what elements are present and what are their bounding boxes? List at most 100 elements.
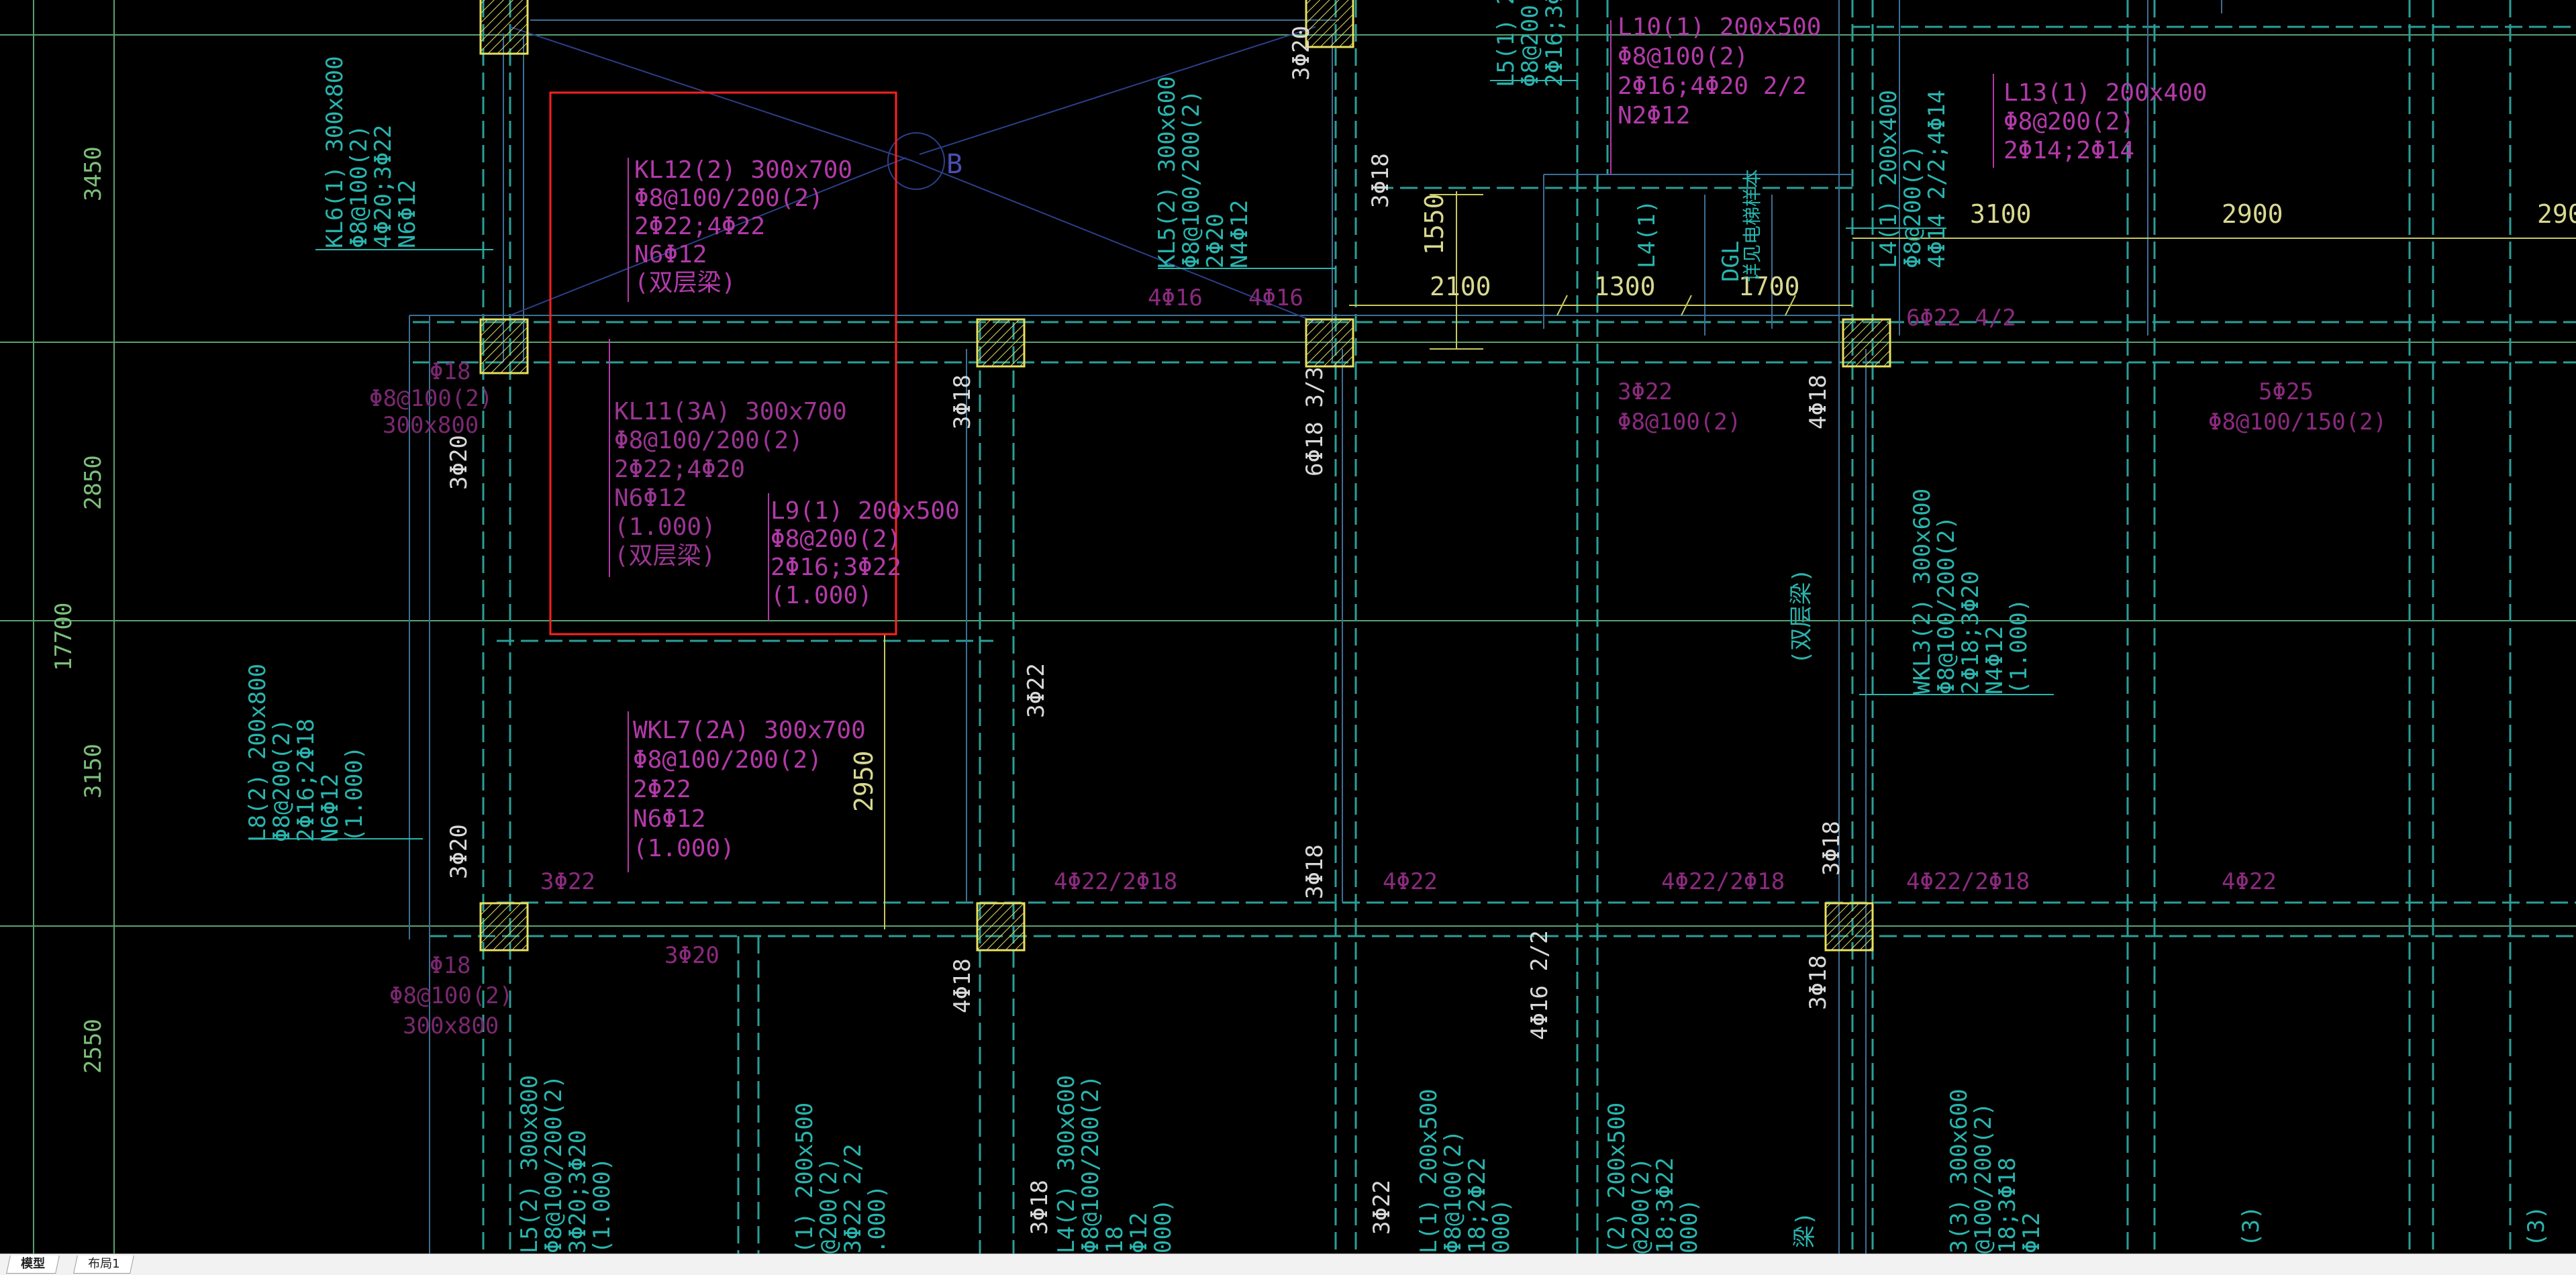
beam-label-l13[interactable]: L13(1) 200x400 Φ8@200(2) 2Φ14;2Φ14 bbox=[2003, 79, 2207, 164]
svg-text:Φ8@200(2): Φ8@200(2) bbox=[268, 719, 295, 842]
svg-text:Φ8@100/200(2): Φ8@100/200(2) bbox=[1178, 90, 1205, 268]
svg-text:2Φ16;4Φ20 2/2: 2Φ16;4Φ20 2/2 bbox=[1618, 72, 1807, 100]
column[interactable] bbox=[1305, 0, 1354, 48]
svg-text:KL12(2) 300x700: KL12(2) 300x700 bbox=[634, 156, 852, 184]
svg-text:L10(1) 200x500: L10(1) 200x500 bbox=[1618, 13, 1821, 41]
beam-label-l8[interactable]: L8(2) 200x800 Φ8@200(2) 2Φ16;2Φ18 N6Φ12 … bbox=[244, 664, 368, 842]
svg-text:4Φ22/2Φ18: 4Φ22/2Φ18 bbox=[1661, 868, 1785, 895]
svg-text:4Φ22: 4Φ22 bbox=[1383, 868, 1438, 895]
svg-text:18: 18 bbox=[1101, 1226, 1128, 1254]
svg-text:Φ8@100(2): Φ8@100(2) bbox=[369, 385, 493, 412]
svg-text:@200(2): @200(2) bbox=[1628, 1158, 1654, 1254]
column[interactable] bbox=[1824, 902, 1874, 952]
svg-text:300x800: 300x800 bbox=[383, 412, 479, 439]
beam-label-l5-top[interactable]: L5(1) 20 Φ8@200 2Φ16;3Φ bbox=[1493, 0, 1568, 87]
svg-text:Φ18: Φ18 bbox=[430, 952, 470, 979]
columns[interactable] bbox=[479, 0, 1891, 952]
tab-model[interactable]: 模型 bbox=[6, 1256, 60, 1274]
column[interactable] bbox=[479, 318, 529, 374]
beam-label-wkl7[interactable]: WKL7(2A) 300x700 Φ8@100/200(2) 2Φ22 N6Φ1… bbox=[633, 717, 866, 862]
svg-text:(1.000): (1.000) bbox=[341, 746, 368, 842]
svg-text:Φ8@200(2): Φ8@200(2) bbox=[2003, 108, 2134, 136]
svg-text:4Φ18: 4Φ18 bbox=[949, 958, 976, 1013]
beam-label-l10[interactable]: L10(1) 200x500 Φ8@100(2) 2Φ16;4Φ20 2/2 N… bbox=[1618, 13, 1821, 130]
column[interactable] bbox=[976, 318, 1026, 368]
svg-text:4Φ16: 4Φ16 bbox=[1248, 285, 1303, 311]
tab-layout1[interactable]: 布局1 bbox=[73, 1256, 135, 1274]
svg-text:L(1) 200x500: L(1) 200x500 bbox=[1416, 1088, 1442, 1254]
svg-text:Φ18: Φ18 bbox=[430, 358, 470, 385]
dimension-text: 1300 bbox=[1594, 272, 1656, 301]
svg-text:DGL: DGL bbox=[1718, 241, 1744, 282]
dimension-text: 3100 bbox=[1970, 199, 2032, 229]
svg-text:3Φ20: 3Φ20 bbox=[664, 942, 720, 969]
svg-text:2Φ16;3Φ22: 2Φ16;3Φ22 bbox=[771, 554, 901, 581]
magenta-rebar-notes: 4Φ16 4Φ16 6Φ22 4/2 3Φ22 Φ8@100(2) 5Φ25 Φ… bbox=[540, 285, 2387, 969]
svg-text:Φ8@100/150(2): Φ8@100/150(2) bbox=[2208, 409, 2387, 436]
svg-text:4Φ22: 4Φ22 bbox=[2222, 868, 2277, 895]
column[interactable] bbox=[479, 0, 529, 55]
beam-label-bottom-l4[interactable]: L4(2) 300x600 Φ8@100/200(2) 18 Φ12 000) bbox=[1053, 1075, 1177, 1254]
svg-text:3Φ20: 3Φ20 bbox=[1288, 26, 1315, 81]
top-dimensions: 3100 2900 290 1550 2100 1300 1700 2950 bbox=[849, 193, 2576, 812]
svg-text:2Φ14;2Φ14: 2Φ14;2Φ14 bbox=[2003, 137, 2134, 164]
beam-label-l4-right[interactable]: L4(1) 200x400 Φ8@200(2) 4Φ14 2/2;4Φ14 bbox=[1875, 90, 1950, 268]
column[interactable] bbox=[1305, 318, 1354, 368]
svg-text:L9(1) 200x500: L9(1) 200x500 bbox=[771, 497, 960, 525]
svg-text:L8(2) 200x800: L8(2) 200x800 bbox=[244, 664, 271, 842]
beam-label-kl12[interactable]: KL12(2) 300x700 Φ8@100/200(2) 2Φ22;4Φ22 … bbox=[634, 156, 852, 297]
beam-label-wkl3[interactable]: WKL3(2) 300x600 Φ8@100/200(2) 2Φ18;3Φ20 … bbox=[1909, 489, 2032, 695]
svg-text:2Φ16;3Φ: 2Φ16;3Φ bbox=[1541, 0, 1568, 87]
beam-label-dgl[interactable]: DGL 详见电梯样本 bbox=[1718, 169, 1763, 282]
svg-text:3Φ18: 3Φ18 bbox=[1805, 955, 1832, 1010]
column[interactable] bbox=[1842, 318, 1891, 368]
dimension-text: 2850 bbox=[80, 455, 107, 510]
svg-text:WKL3(2) 300x600: WKL3(2) 300x600 bbox=[1909, 489, 1936, 695]
svg-text:2Φ22: 2Φ22 bbox=[633, 776, 691, 803]
dimension-text: 2900 bbox=[2222, 199, 2283, 229]
beam-label-kl5[interactable]: KL5(2) 300x600 Φ8@100/200(2) 2Φ20 N4Φ12 bbox=[1154, 76, 1253, 268]
column[interactable] bbox=[976, 902, 1026, 952]
cyan-labels: KL6(1) 300x800 Φ8@100(2) 4Φ20;3Φ22 N6Φ12… bbox=[244, 0, 2550, 1254]
svg-text:4Φ16: 4Φ16 bbox=[1148, 285, 1203, 311]
column[interactable] bbox=[479, 902, 529, 952]
beam-label-kl11[interactable]: KL11(3A) 300x700 Φ8@100/200(2) 2Φ22;4Φ20… bbox=[614, 398, 847, 570]
svg-text:3(3) 300x600: 3(3) 300x600 bbox=[1946, 1088, 1973, 1254]
beam-label-bottom-b[interactable]: L(1) 200x500 Φ8@100(2) 18;2Φ22 000) bbox=[1416, 1088, 1515, 1254]
beam-label-bottom-c[interactable]: (2) 200x500 @200(2) 18;3Φ22 000) bbox=[1603, 1103, 1703, 1254]
svg-text:(1) 200x500: (1) 200x500 bbox=[791, 1103, 818, 1254]
svg-text:Φ8@100/200(2): Φ8@100/200(2) bbox=[614, 427, 803, 454]
svg-text:Φ8@200: Φ8@200 bbox=[1517, 5, 1544, 87]
beam-label-l4-top[interactable]: L4(1) bbox=[1634, 200, 1661, 268]
svg-text:(双层梁): (双层梁) bbox=[634, 269, 736, 297]
beam-label-l9[interactable]: L9(1) 200x500 Φ8@200(2) 2Φ16;3Φ22 (1.000… bbox=[771, 497, 960, 609]
dimension-text: 2100 bbox=[1430, 272, 1491, 301]
svg-text:Φ8@100/200(2): Φ8@100/200(2) bbox=[633, 746, 822, 774]
svg-text:2Φ16;2Φ18: 2Φ16;2Φ18 bbox=[293, 719, 319, 842]
svg-text:@100/200(2): @100/200(2) bbox=[1970, 1103, 1997, 1254]
beam-label-bottom-a[interactable]: (1) 200x500 @200(2) 3Φ22 2/2 .000) bbox=[791, 1103, 891, 1254]
beam-label-kl6[interactable]: KL6(1) 300x800 Φ8@100(2) 4Φ20;3Φ22 N6Φ12 bbox=[321, 56, 421, 248]
svg-text:.000): .000) bbox=[864, 1185, 891, 1254]
svg-text:4Φ22/2Φ18: 4Φ22/2Φ18 bbox=[1054, 868, 1177, 895]
svg-text:KL6(1) 300x800: KL6(1) 300x800 bbox=[321, 56, 348, 248]
svg-text:4Φ20;3Φ22: 4Φ20;3Φ22 bbox=[370, 125, 397, 248]
svg-text:000): 000) bbox=[1488, 1198, 1515, 1254]
beam-label-bottom-l5[interactable]: L5(2) 300x800 Φ8@100/200(2) 3Φ20;3Φ20 (1… bbox=[516, 1075, 615, 1254]
svg-text:L4(2) 300x600: L4(2) 300x600 bbox=[1053, 1075, 1080, 1254]
dimension-text: 2950 bbox=[849, 750, 879, 812]
axis-bubble: B bbox=[887, 132, 962, 190]
svg-text:2Φ22;4Φ20: 2Φ22;4Φ20 bbox=[614, 456, 745, 483]
selection-rectangle[interactable] bbox=[549, 91, 897, 635]
svg-text:Φ8@100(2): Φ8@100(2) bbox=[346, 125, 373, 248]
svg-text:Φ12: Φ12 bbox=[2018, 1213, 2045, 1254]
svg-text:KL11(3A) 300x700: KL11(3A) 300x700 bbox=[614, 398, 847, 425]
svg-text:(1.000): (1.000) bbox=[589, 1158, 615, 1254]
rebar-labels: 3Φ20 3Φ18 3Φ20 3Φ18 6Φ18 3/3 4Φ18 3Φ22 3… bbox=[446, 26, 1845, 1235]
beam-label-bottom-d[interactable]: 3(3) 300x600 @100/200(2) 18;3Φ18 Φ12 bbox=[1946, 1088, 2045, 1254]
svg-text:(1.000): (1.000) bbox=[771, 582, 873, 609]
dimension-text: 1700 bbox=[1738, 272, 1800, 301]
svg-text:000): 000) bbox=[1150, 1198, 1177, 1254]
